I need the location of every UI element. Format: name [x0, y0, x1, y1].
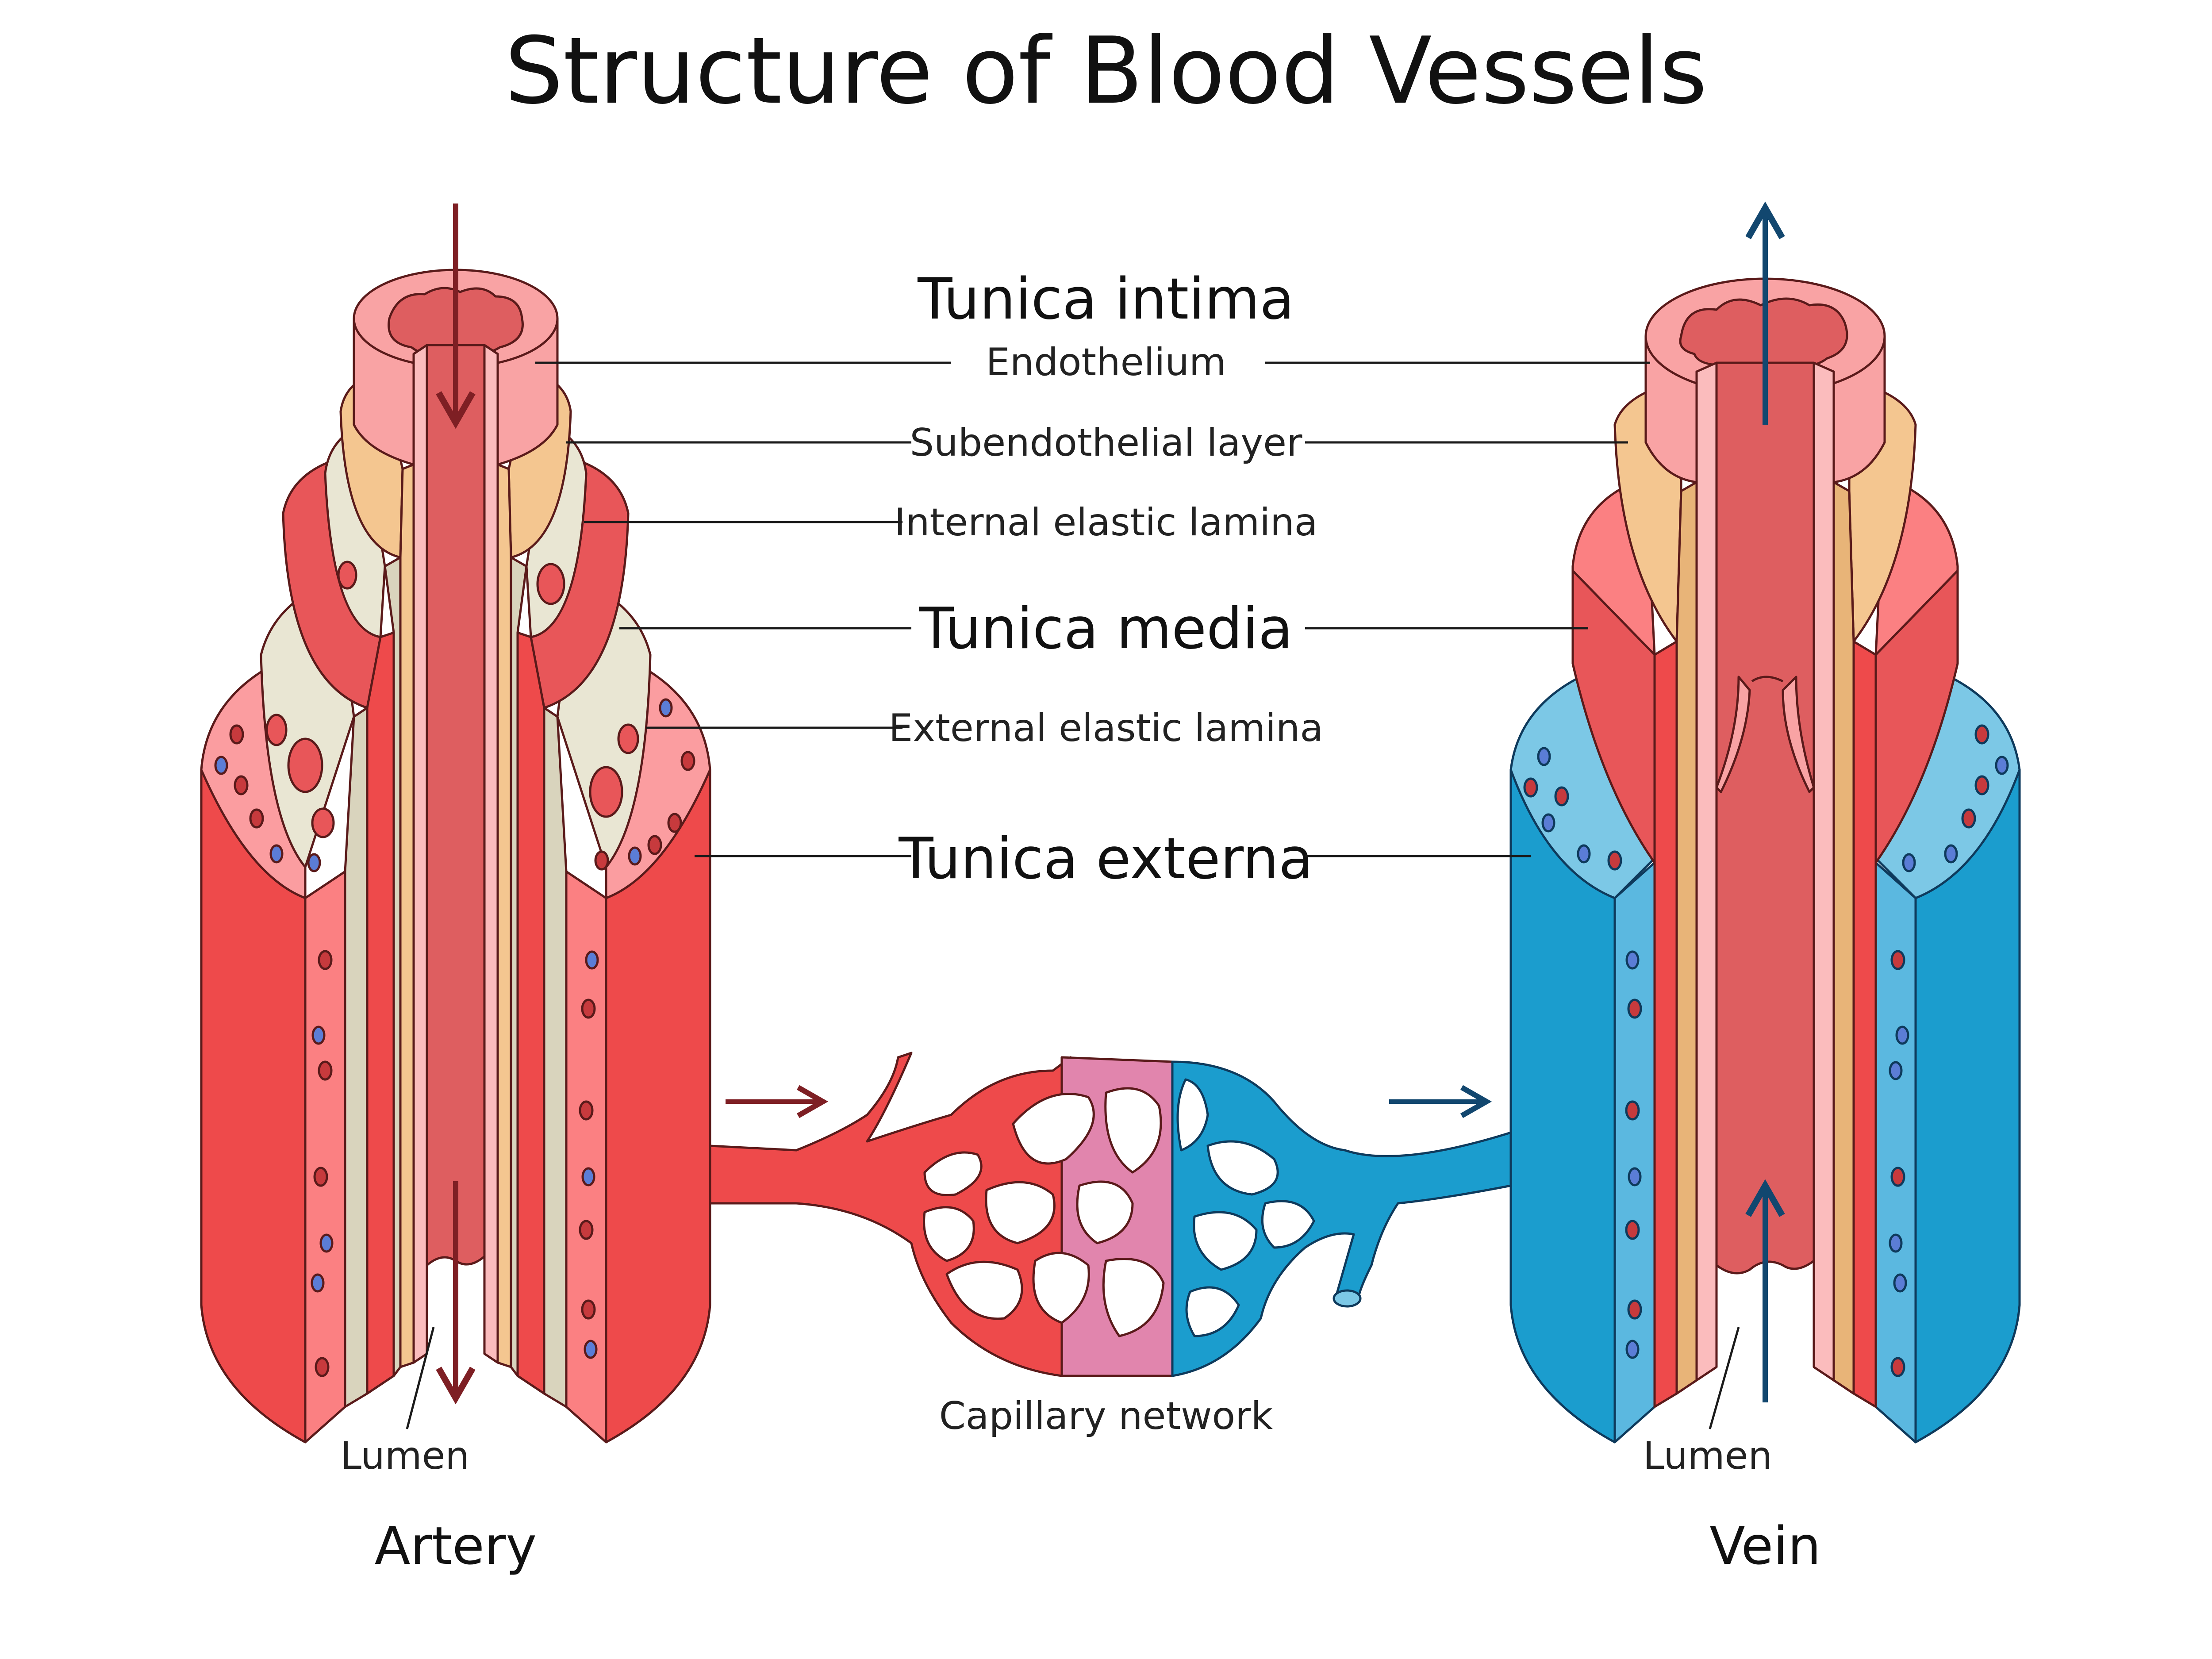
capillary-holes: [923, 1078, 1315, 1337]
label-tunica-externa: Tunica externa: [898, 826, 1313, 892]
vein-tunica-externa: [1509, 653, 2021, 1444]
vein-valve: [1715, 676, 1815, 793]
vein-blood-cells: [1523, 724, 2009, 1377]
label-artery-lumen: Lumen: [340, 1434, 469, 1478]
leader-artery-lumen: [406, 1327, 435, 1429]
vein-lumen: [1715, 361, 1815, 1275]
label-vein-lumen: Lumen: [1643, 1434, 1772, 1478]
leader-vein-lumen: [1709, 1327, 1740, 1429]
label-tunica-intima: Tunica intima: [917, 266, 1294, 332]
artery-tunica-externa: [200, 649, 711, 1444]
artery: [200, 204, 711, 1444]
label-capillary-network: Capillary network: [939, 1394, 1273, 1438]
vein-title: Vein: [1709, 1515, 1821, 1576]
label-subendothelial-layer: Subendothelial layer: [910, 421, 1303, 465]
page-title: Structure of Blood Vessels: [505, 18, 1707, 125]
label-endothelium: Endothelium: [986, 340, 1226, 384]
artery-title: Artery: [375, 1515, 537, 1576]
artery-blood-cells: [214, 698, 695, 1377]
labels: Tunica intima Endothelium Subendothelial…: [340, 266, 1821, 1576]
label-external-elastic-lamina: External elastic lamina: [889, 706, 1323, 750]
capillary-network: [709, 1052, 1512, 1377]
artery-lumen: [426, 344, 486, 1267]
label-internal-elastic-lamina: Internal elastic lamina: [895, 500, 1318, 545]
label-tunica-media: Tunica media: [919, 596, 1293, 662]
vein: [1509, 201, 2021, 1444]
